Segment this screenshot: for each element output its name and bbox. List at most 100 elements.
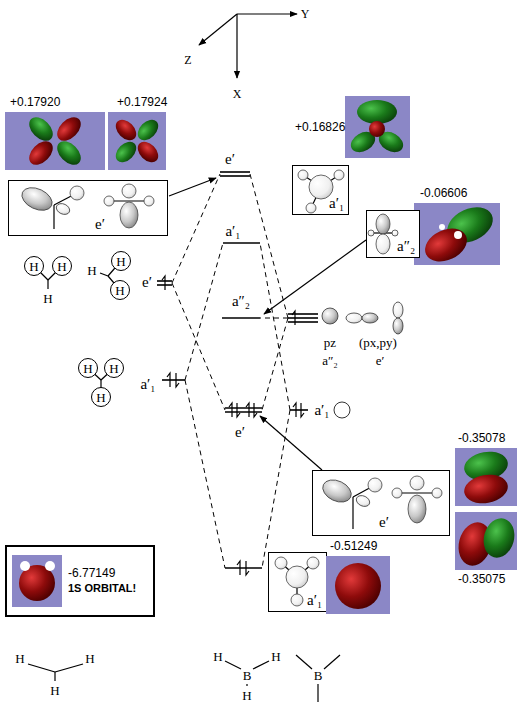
label-anchor: H [242,688,251,703]
symmetry-label: a′₁ [225,222,240,240]
axes [199,14,237,45]
label-anchor: B [314,668,323,683]
hydrogen-circle: H [78,358,98,378]
electron [292,311,295,325]
atom-label: H [29,259,38,274]
orbital-sketch [108,112,166,170]
orbital-sketch [326,556,390,614]
electron [254,403,257,417]
atom-label: H [242,688,251,703]
energy-level [225,407,262,409]
orbital-image [5,112,105,170]
label-anchor: a′₁ [314,401,329,419]
symmetry-box: a′₁ [268,552,327,612]
atomic-orbital [322,308,338,324]
bond-line [28,664,55,672]
label-anchor: H [87,263,96,278]
bond-line [54,672,55,681]
orbital-shape [25,113,58,146]
energy-level [225,567,262,569]
orbital-shape [306,203,316,213]
axes [199,14,297,78]
energy-level [222,317,260,319]
orbital-shape [70,186,84,200]
bond-line [100,273,108,276]
symmetry-label: a′₁ [307,591,322,609]
orbital-shape [410,476,424,490]
orbital-sketch [5,112,105,170]
symmetry-label: e′ [95,215,105,233]
orbital-label: (px,py) [359,335,397,350]
orbital-shape [376,234,390,254]
orbital-shape [376,214,390,234]
orbital-sketch [455,448,517,506]
atomic-orbital [393,318,403,334]
label-anchor: e′ [235,423,245,441]
energy-value: +0.17920 [10,95,60,110]
orbital-shape [357,100,397,124]
orbital-sketch [9,181,167,235]
bond-line [246,684,247,686]
electron [176,373,179,387]
energy-value: -0.35075 [458,572,505,587]
label-anchor: H [15,651,24,666]
orbital-shape [307,557,319,569]
label-anchor: a′₁ [140,375,155,393]
symmetry-box: e′ [8,180,168,236]
orbital-image [326,556,390,614]
orbital-shape [462,471,510,506]
correlation-line [250,174,288,318]
energy-level [223,242,260,244]
hydrogen-circle: H [104,358,124,378]
correlation-line [172,283,225,410]
axes [236,14,237,78]
symmetry-label: e′ [376,353,385,368]
label-anchor: H [271,649,280,664]
axis-label: X [233,87,242,101]
label-anchor: Y [301,7,310,21]
label-anchor: H [43,291,52,306]
orbital-label: pz [324,335,336,350]
bond-line [317,684,318,702]
label-anchor: H [85,651,94,666]
orbital-shape [112,138,140,166]
energy-value: -0.35078 [458,431,505,446]
bond-line [28,261,340,702]
energy-level [288,321,318,323]
orbital-shape [335,563,381,609]
mo-energy-panel: +0.17924 [108,95,167,170]
energy-level [162,379,185,381]
atomic-orbital [334,402,350,418]
correlation-line [260,243,290,410]
orbital-shape [20,561,30,571]
orbital-image [108,112,166,170]
axis-label: Z [184,53,191,67]
orbital-image [455,512,517,570]
atom-label: H [43,291,52,306]
energy-level [220,171,250,173]
orbital-image [345,96,410,158]
mo-energy-panel: -0.06606 [414,186,500,265]
label-anchor: e′ [225,150,235,168]
symmetry-label: a″₂ [232,292,250,310]
orbital-shape [134,116,162,144]
leader-arrow [260,416,322,470]
atomic-orbital [362,313,378,323]
bond-line [47,280,48,289]
atom-label: H [87,263,96,278]
orbital-shape [368,478,382,492]
energy-value: -0.51249 [330,539,377,554]
orbital-shape [392,230,398,236]
label-anchor: Z [184,53,191,67]
label-anchor: X [233,87,242,101]
label-anchor: (px,py) [359,335,397,350]
atomic-orbital [393,302,403,318]
bond-line [55,664,83,672]
orbital-image [414,203,500,265]
axes [237,13,297,14]
leader-arrow [169,178,366,470]
hydrogen-circle: H [91,387,111,407]
orbital-image [12,555,62,607]
orbital-shape [479,515,518,561]
atom-label: B [243,668,252,683]
